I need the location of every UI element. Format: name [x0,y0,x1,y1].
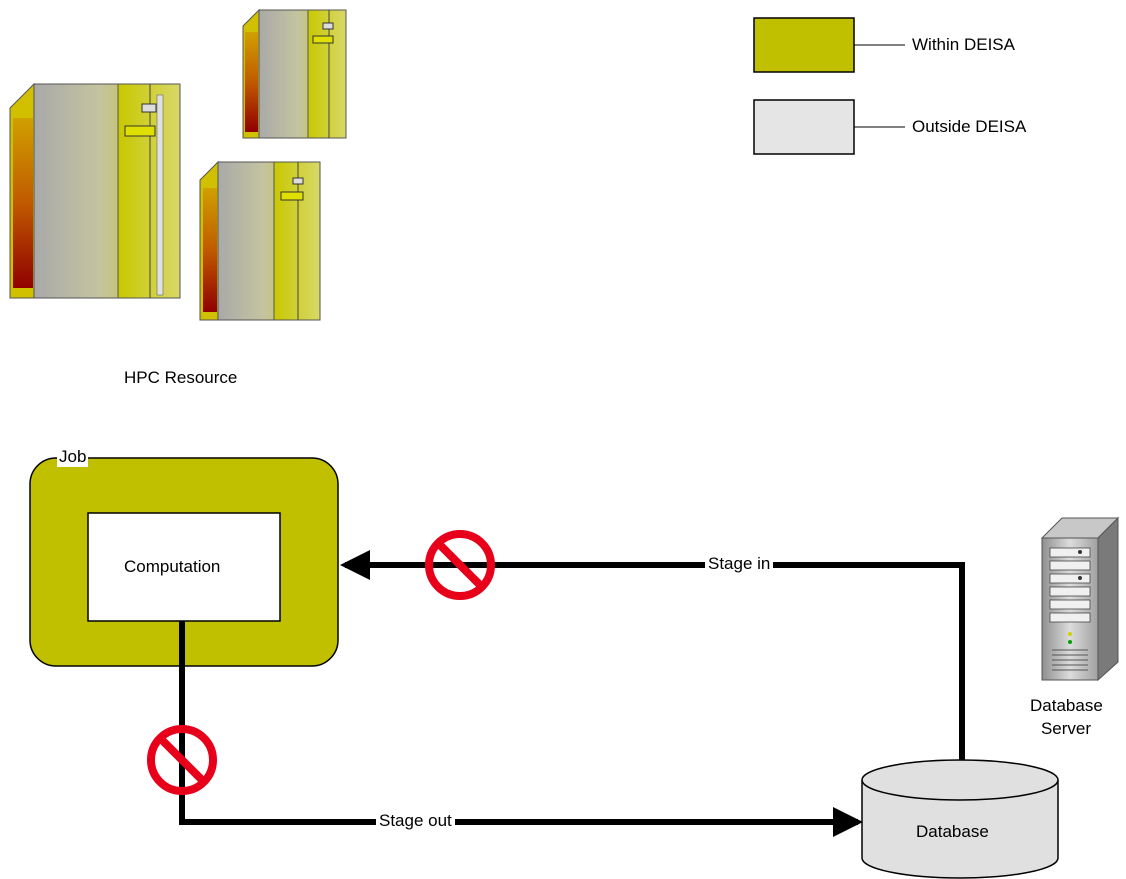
database-cylinder-icon [861,759,1059,879]
server-rack-icon [199,160,321,321]
no-entry-icon [147,725,217,795]
computation-label: Computation [124,557,221,577]
hpc-resource-label: HPC Resource [124,368,238,388]
legend-outside-swatch [753,99,855,155]
stage-out-arrow [179,621,863,837]
database-server-icon [1040,516,1120,682]
server-rack-icon [242,8,347,139]
database-label: Database [916,822,989,841]
stage-in-arrow [340,550,965,760]
legend-within-swatch [753,17,855,73]
no-entry-icon [425,530,495,600]
database-server-label: Database Server [1030,694,1103,740]
stage-in-label: Stage in [705,554,774,574]
legend-within-label: Within DEISA [912,35,1015,55]
server-rack-icon [9,82,181,299]
stage-out-label: Stage out [376,811,455,831]
job-label: Job [57,447,89,467]
legend-outside-label: Outside DEISA [912,117,1027,137]
